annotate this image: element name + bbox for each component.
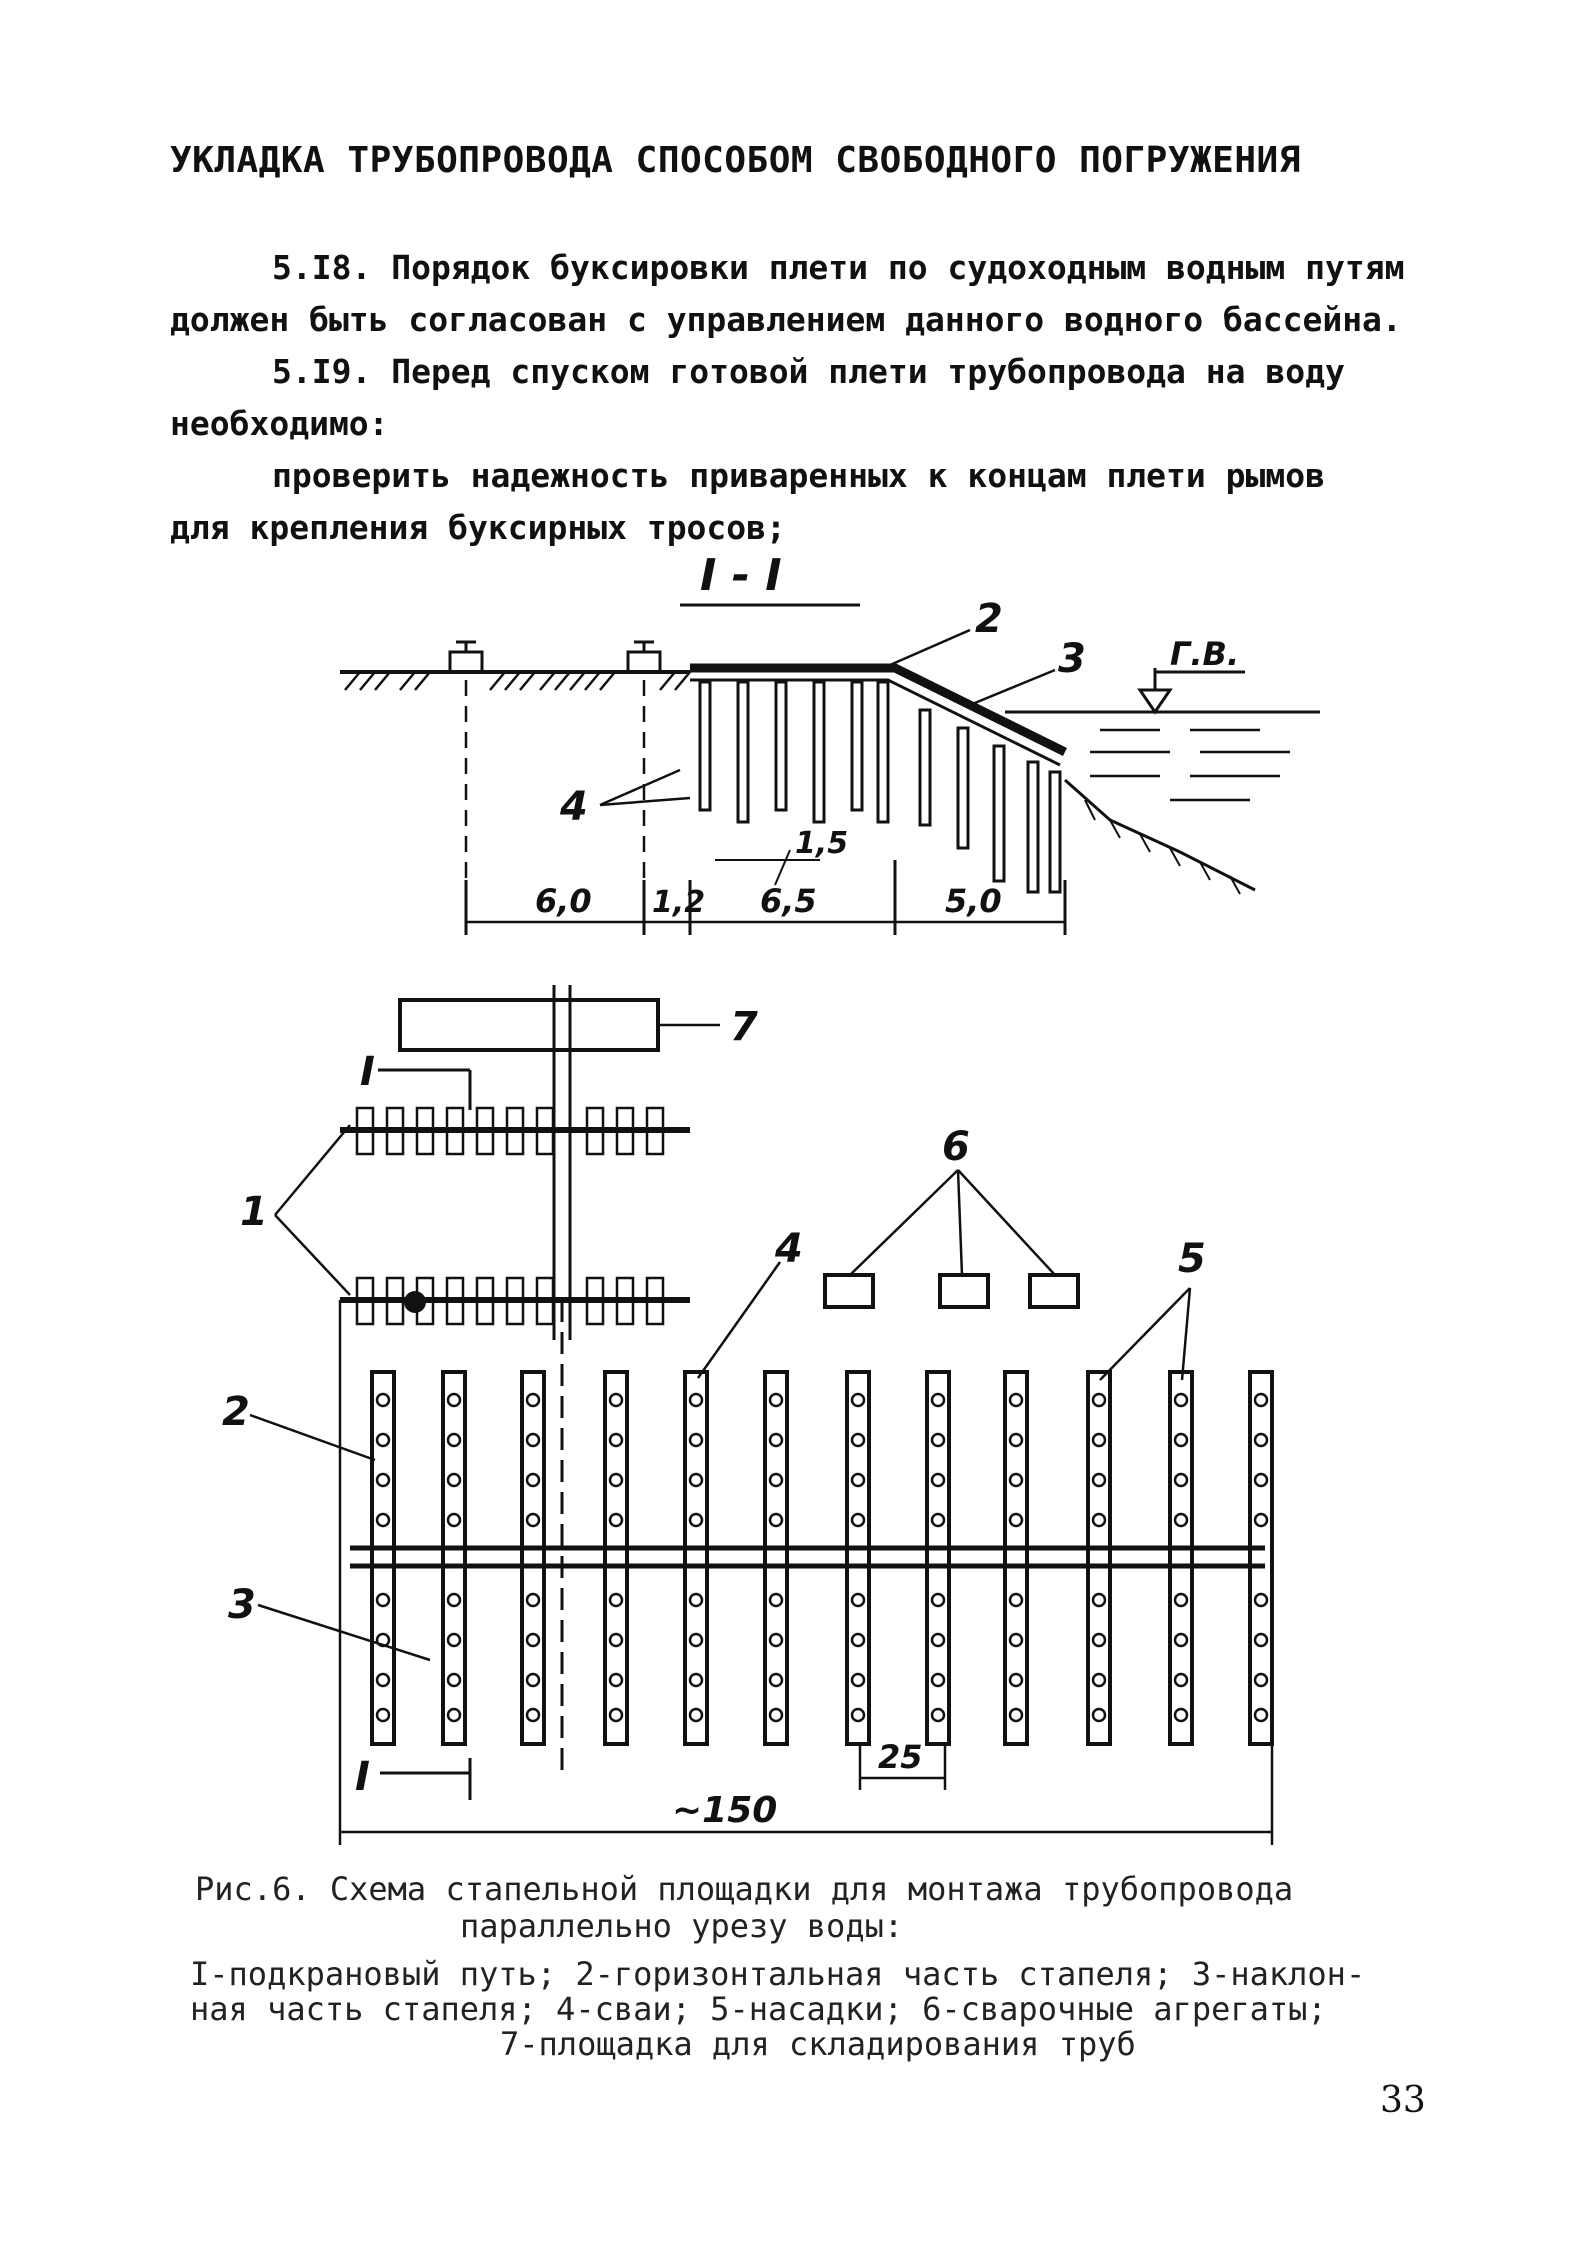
paragraph-5-18-line-1: 5.I8. Порядок буксировки плети по судохо… (272, 248, 1405, 287)
page-title: УКЛАДКА ТРУБОПРОВОДА СПОСОБОМ СВОБОДНОГО… (170, 140, 1301, 181)
piles (698, 680, 1062, 894)
section-mark-top: I (360, 1049, 375, 1095)
paragraph-5-18-line-2: должен быть согласован с управлением дан… (170, 300, 1402, 339)
figure-caption-line-1: Рис.6. Схема стапельной площадки для мон… (195, 1870, 1294, 1908)
callout-6: 6 (942, 1124, 970, 1170)
paragraph-check-line-2: для крепления буксирных тросов; (170, 508, 786, 547)
pipe-storage-platform (398, 998, 660, 1052)
crane-rail-right (626, 640, 662, 674)
crane-track-upper (340, 1106, 690, 1156)
slipway-pipeline (690, 663, 1067, 757)
callout-2-plan: 2 (222, 1389, 250, 1435)
callout-5: 5 (1178, 1236, 1206, 1282)
figure-legend-line-1: I-подкрановый путь; 2-горизонтальная час… (190, 1955, 1366, 1993)
plan-view: 7 I (222, 985, 1274, 1845)
crane-rail-left (448, 640, 484, 674)
pile-circles (375, 1392, 1269, 1723)
bank-hatching (1084, 799, 1241, 895)
dim-150: ~150 (672, 1790, 777, 1831)
dim-1-2: 1,2 (652, 885, 705, 920)
section-title: I - I (700, 550, 782, 601)
slipway-strips (370, 1370, 1274, 1746)
figure-legend-line-2: ная часть стапеля; 4-сваи; 5-насадки; 6-… (190, 1990, 1327, 2028)
paragraph-5-19-line-2: необходимо: (170, 404, 389, 443)
welding-unit-3 (1028, 1273, 1080, 1309)
figure-caption-line-2: параллельно урезу воды: (460, 1907, 904, 1945)
callout-3-plan: 3 (228, 1582, 256, 1628)
callout-7: 7 (730, 1004, 758, 1050)
callout-1: 1 (240, 1189, 268, 1235)
paragraph-5-19-line-1: 5.I9. Перед спуском готовой плети трубоп… (272, 352, 1345, 391)
callout-4-plan: 4 (774, 1226, 803, 1272)
callout-3-section: 3 (1058, 636, 1086, 682)
section-mark-bottom: I (355, 1754, 370, 1800)
dim-1-5: 1,5 (795, 826, 848, 861)
dim-5-0: 5,0 (945, 882, 1002, 920)
figure-legend-line-3: 7-площадка для складирования труб (500, 2025, 1136, 2063)
water-level-icon (1137, 688, 1173, 715)
paragraph-check-line-1: проверить надежность приваренных к конца… (272, 456, 1325, 495)
callout-4-section: 4 (559, 784, 588, 830)
bank-slope (1064, 778, 1256, 892)
welding-unit-2 (938, 1273, 990, 1309)
callout-2-section: 2 (975, 596, 1003, 642)
dim-25: 25 (878, 1738, 923, 1776)
crane-track-lower (340, 1276, 690, 1326)
slipway-cap (690, 678, 1061, 767)
page-number: 33 (1380, 2080, 1426, 2121)
dim-6-0: 6,0 (535, 882, 592, 920)
dim-6-5: 6,5 (760, 882, 817, 920)
ground-hatching (344, 671, 691, 691)
water-level-label: Г.В. (1170, 635, 1239, 673)
section-view: I - I (340, 550, 1320, 935)
welding-unit-1 (823, 1273, 875, 1309)
water (1005, 710, 1320, 802)
